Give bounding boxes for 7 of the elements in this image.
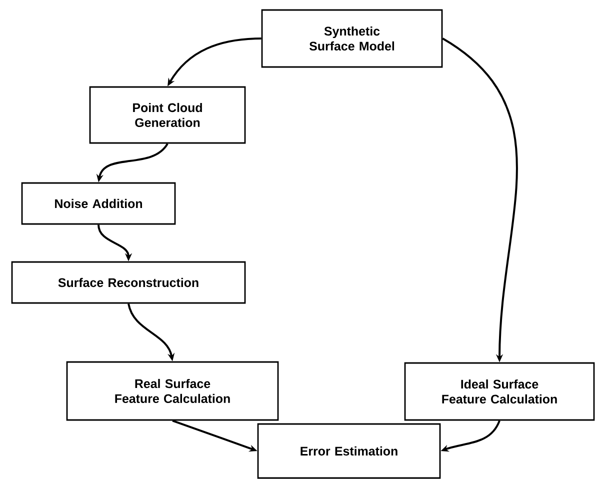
process-box: Ideal Surface Feature Calculation <box>404 362 595 421</box>
process-box: Real Surface Feature Calculation <box>66 361 279 421</box>
process-box: Error Estimation <box>257 423 441 479</box>
process-box: Synthetic Surface Model <box>261 9 443 68</box>
process-box: Point Cloud Generation <box>89 86 246 144</box>
process-box: Noise Addition <box>21 182 176 225</box>
process-box: Surface Reconstruction <box>11 261 246 304</box>
